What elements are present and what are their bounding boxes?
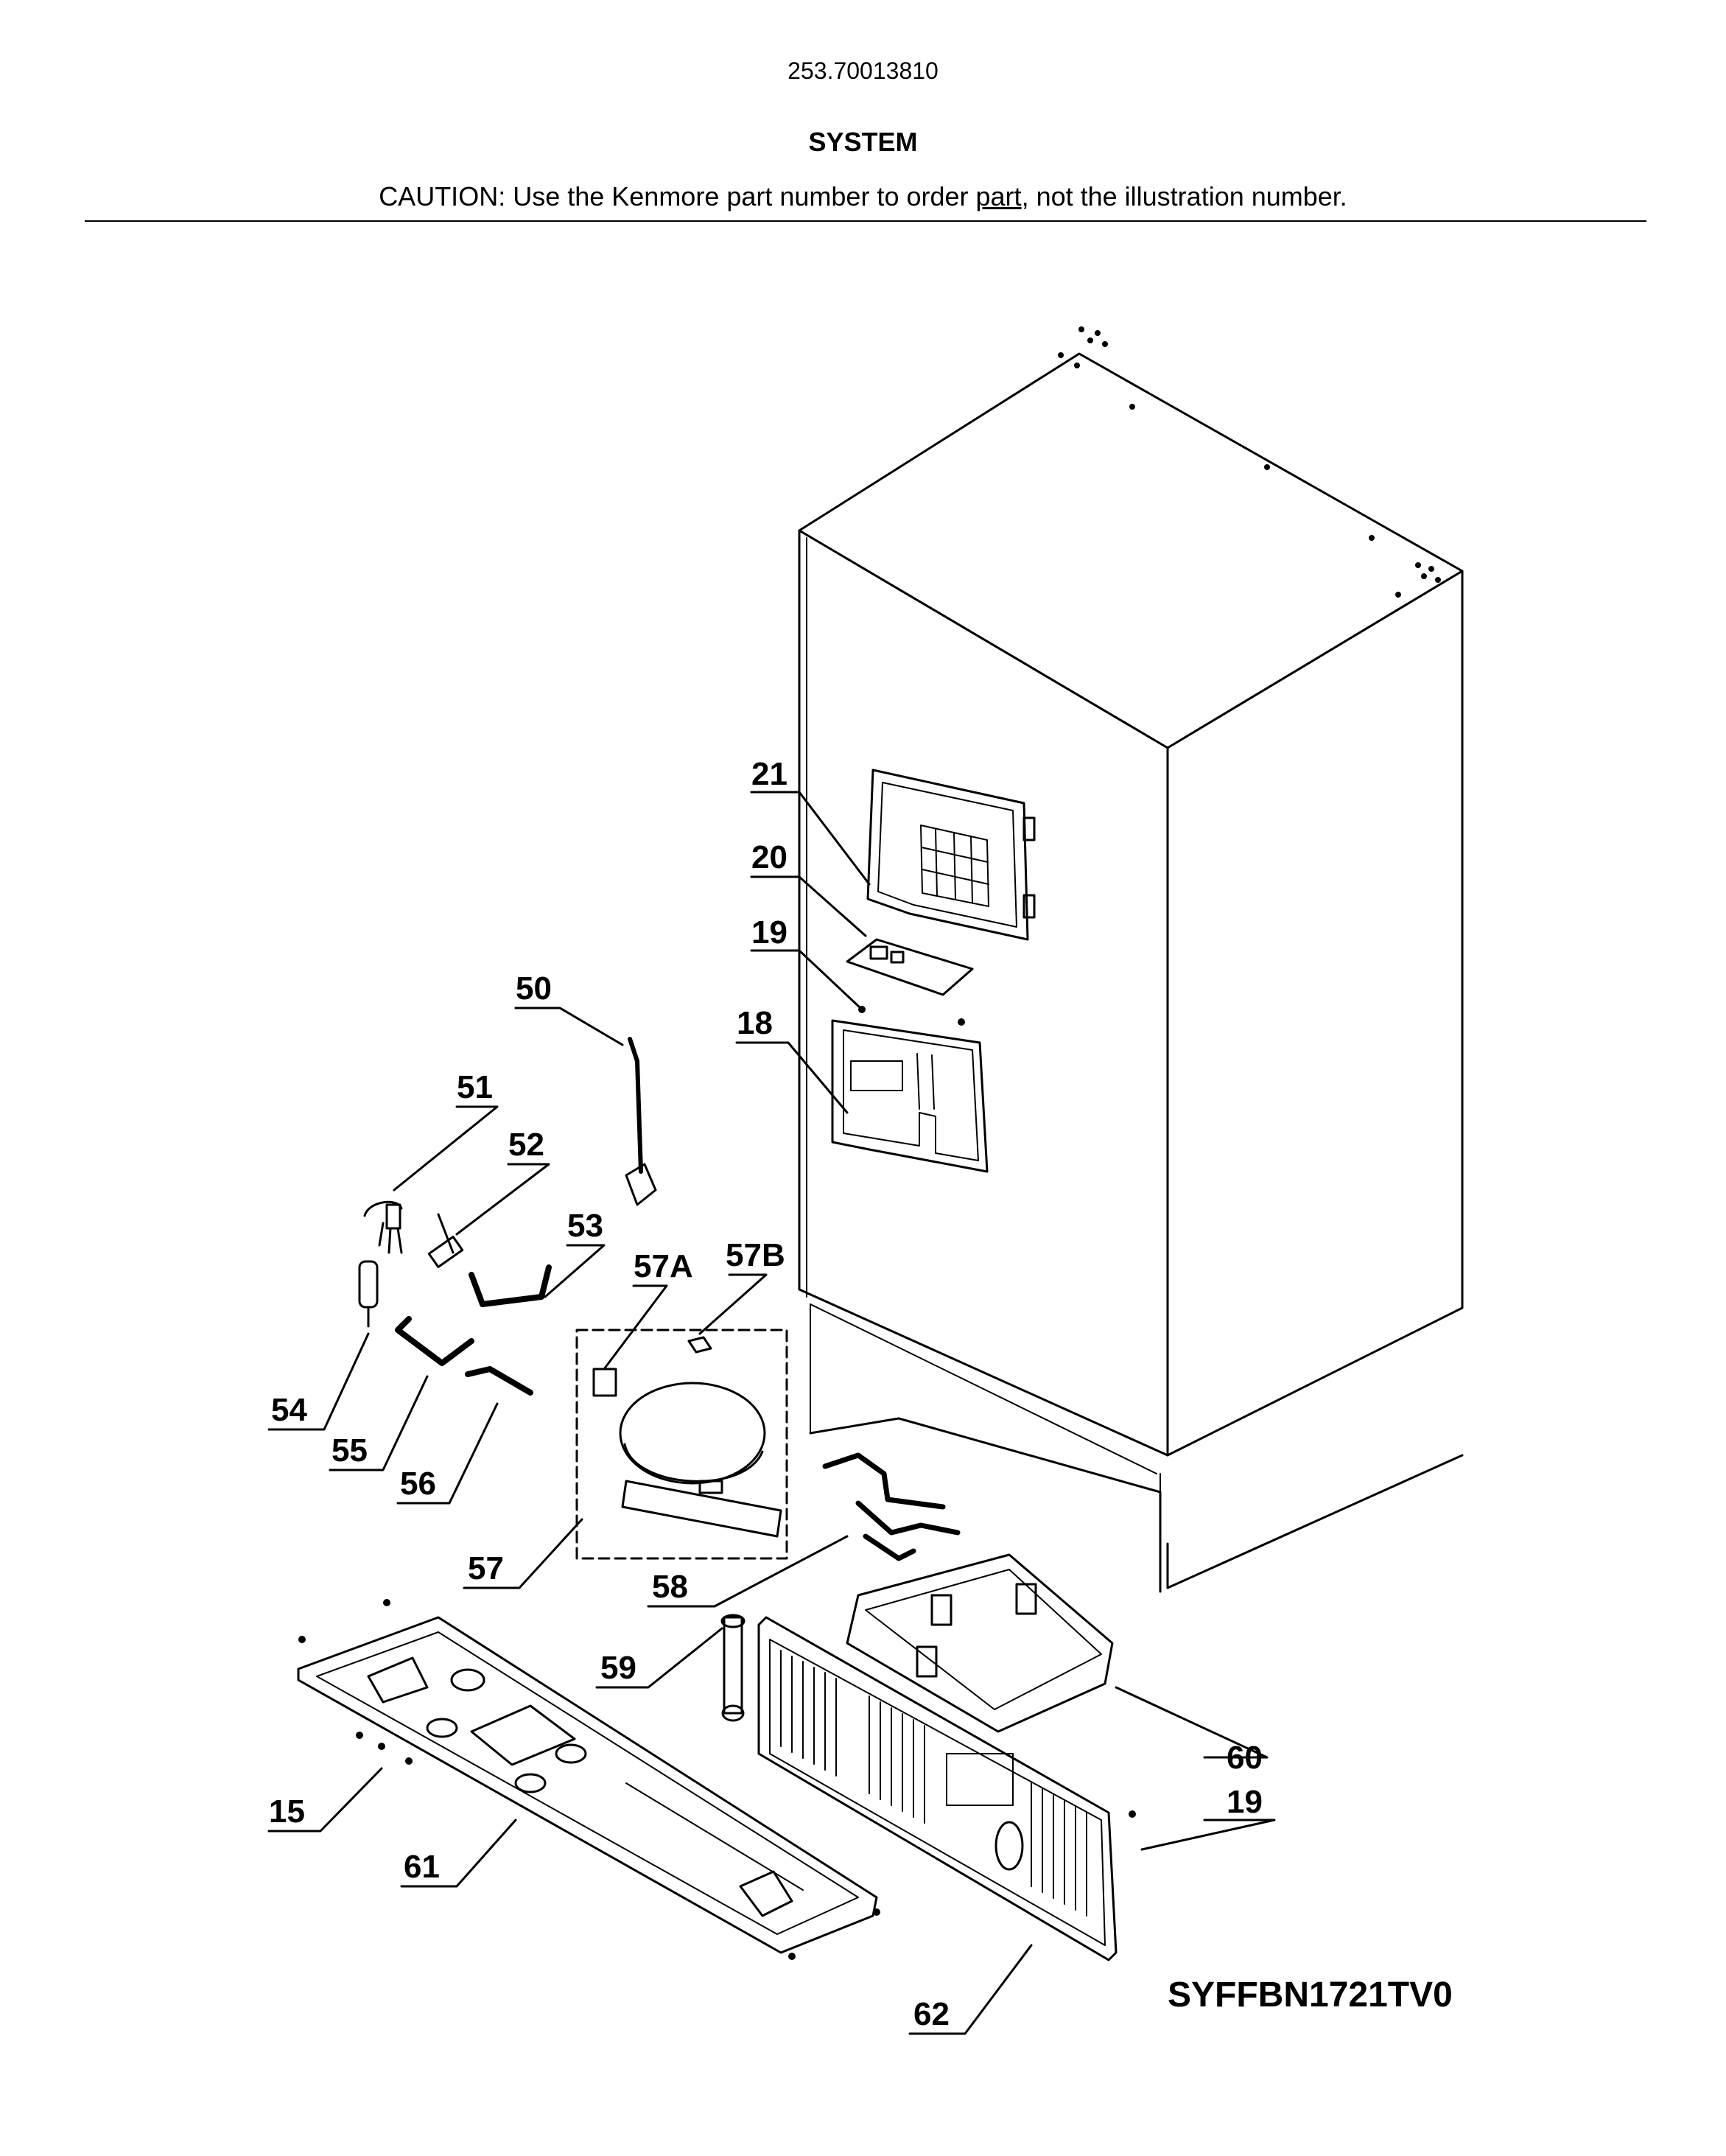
caution-prefix: CAUTION: Use the Kenmore part number to … bbox=[379, 181, 976, 211]
callout-52: 52 bbox=[508, 1127, 544, 1163]
callout-18: 18 bbox=[737, 1005, 773, 1041]
caution-suffix: , not the illustration number. bbox=[1021, 181, 1347, 211]
cabinet-holes bbox=[1058, 326, 1441, 598]
callout-61: 61 bbox=[404, 1849, 440, 1885]
leader-lines bbox=[267, 791, 1276, 2035]
part-61-base-tray bbox=[297, 1616, 878, 1954]
part-56-tube bbox=[465, 1366, 533, 1396]
header-divider bbox=[85, 220, 1646, 222]
callout-58: 58 bbox=[652, 1569, 688, 1605]
caution-part-link[interactable]: part bbox=[975, 181, 1022, 211]
section-title: SYSTEM bbox=[808, 127, 918, 157]
callout-15: 15 bbox=[269, 1793, 305, 1830]
model-number: 253.70013810 bbox=[787, 57, 939, 84]
part-51-relay bbox=[363, 1200, 403, 1254]
callout-62: 62 bbox=[913, 1996, 950, 2032]
callout-20: 20 bbox=[751, 839, 787, 875]
caution-note: CAUTION: Use the Kenmore part number to … bbox=[0, 181, 1726, 212]
part-55-tube bbox=[395, 1316, 474, 1366]
diagram-code: SYFFBN1721TV0 bbox=[1168, 1975, 1453, 2015]
callout-19-lower: 19 bbox=[1227, 1784, 1263, 1820]
part-58-condenser-tubing bbox=[822, 1452, 961, 1561]
part-54-filter-drier bbox=[358, 1260, 379, 1328]
callout-50: 50 bbox=[516, 970, 552, 1007]
callout-56: 56 bbox=[400, 1466, 436, 1502]
callout-57b: 57B bbox=[726, 1237, 785, 1273]
part-60-drain-pan bbox=[846, 1553, 1114, 1733]
part-57-compressor-assembly bbox=[575, 1329, 788, 1560]
callout-55: 55 bbox=[331, 1432, 368, 1469]
part-53-tube bbox=[469, 1264, 552, 1307]
part-52-capillary-tube bbox=[427, 1213, 464, 1268]
part-20-control-board bbox=[846, 938, 974, 996]
callout-53: 53 bbox=[567, 1208, 603, 1244]
screws bbox=[298, 1006, 1136, 1960]
callout-19-upper: 19 bbox=[751, 914, 787, 951]
callout-57a: 57A bbox=[634, 1248, 693, 1284]
part-18-evaporator-cover bbox=[831, 1019, 989, 1173]
callout-51: 51 bbox=[457, 1069, 493, 1105]
refrigerator-cabinet bbox=[798, 352, 1464, 1593]
callout-54: 54 bbox=[271, 1392, 307, 1428]
part-50-power-cord bbox=[625, 1037, 657, 1206]
callout-21: 21 bbox=[751, 756, 787, 792]
callout-59: 59 bbox=[600, 1650, 636, 1686]
callout-60: 60 bbox=[1227, 1740, 1263, 1776]
part-21-control-housing bbox=[866, 769, 1036, 941]
part-59-filter bbox=[720, 1614, 746, 1722]
part-62-rear-panel bbox=[757, 1616, 1118, 1961]
callout-57: 57 bbox=[468, 1550, 504, 1586]
